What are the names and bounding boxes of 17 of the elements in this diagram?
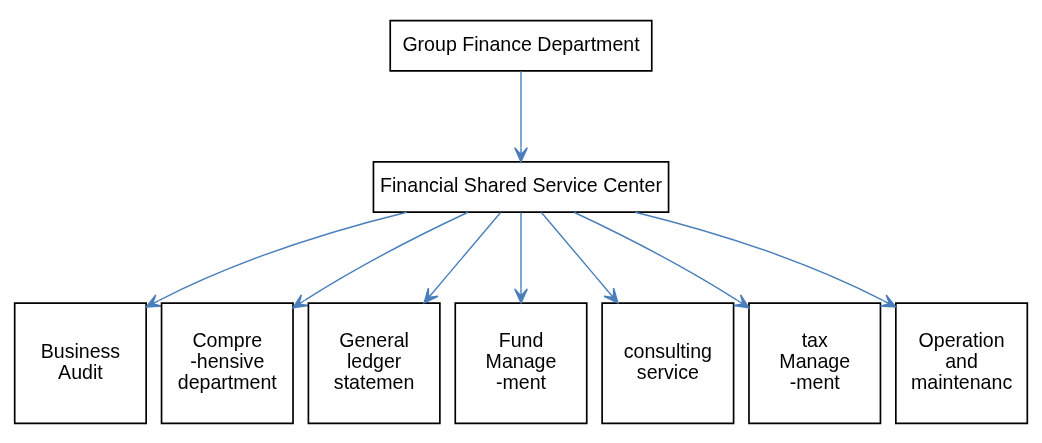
node-box: General ledger statemen: [307, 301, 441, 424]
node-box: Business Audit: [13, 301, 147, 424]
arrow: [540, 211, 619, 304]
node-box: tax Manage -ment: [748, 301, 882, 424]
node-box: Financial Shared Service Center: [372, 160, 670, 213]
arrow: [514, 70, 528, 162]
node-box: Operation and maintenanc: [895, 301, 1029, 424]
arrow: [292, 211, 469, 308]
node-box: consulting service: [601, 301, 735, 424]
node-box: Fund Manage -ment: [454, 301, 588, 424]
node-box: Compre -hensive department: [160, 301, 294, 424]
arrow: [145, 211, 408, 308]
arrow: [514, 211, 528, 304]
arrow: [423, 211, 502, 304]
arrow: [573, 211, 750, 308]
node-box: Group Finance Department: [389, 19, 653, 72]
arrow: [634, 211, 897, 308]
